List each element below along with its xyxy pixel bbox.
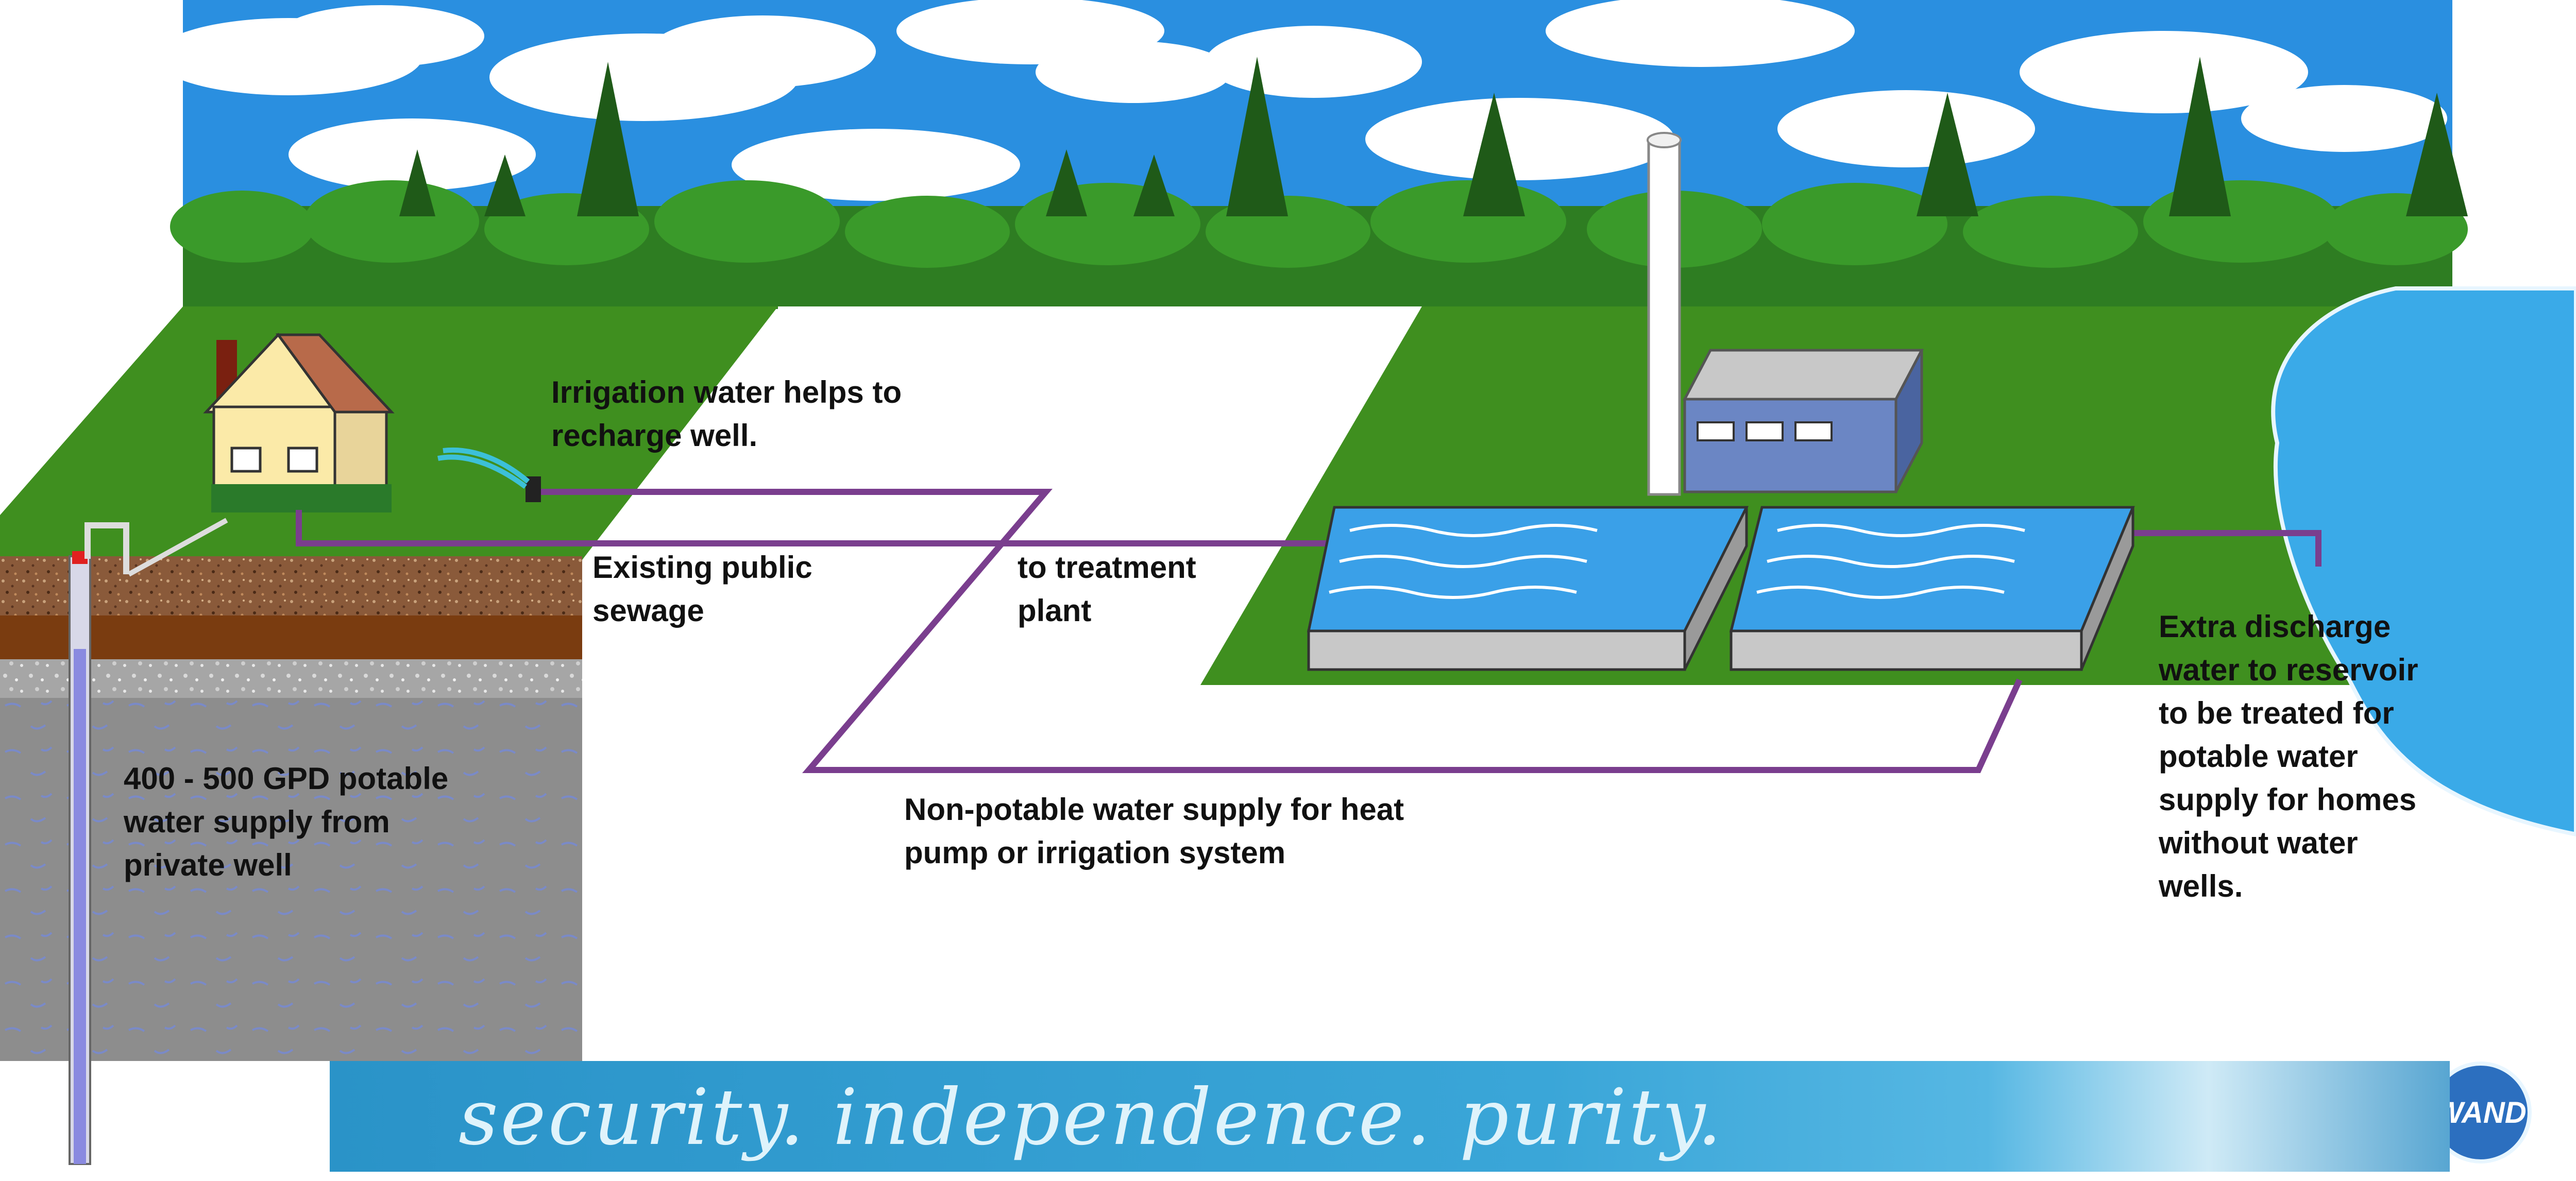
- irrigation-pipe: [541, 489, 2023, 773]
- soil-cross-section: [0, 556, 582, 1061]
- treatment-label: to treatment plant: [1018, 550, 1196, 628]
- private-well: [69, 518, 228, 1165]
- sprinkler: [437, 447, 541, 502]
- pine-trees: [399, 57, 2468, 216]
- treatment-plant-building: [1647, 132, 1924, 496]
- house: [203, 333, 395, 512]
- sewage-label: Existing public sewage: [592, 550, 812, 628]
- clouds: [155, 0, 2447, 201]
- slogan-banner: [330, 1061, 2450, 1172]
- wand-logo: WAND: [2430, 1062, 2532, 1163]
- sewage-pipe: [296, 510, 1365, 546]
- logo-text: WAND: [2435, 1096, 2526, 1129]
- treatment-pools: [1307, 506, 2135, 671]
- forest: [170, 57, 2468, 309]
- reservoir-lake: [2271, 286, 2576, 837]
- discharge-label: Extra discharge water to reservoir to be…: [2159, 609, 2418, 903]
- well-supply-label: 400 - 500 GPD potable water supply from …: [124, 761, 449, 882]
- slogan-text: security. independence. purity.: [459, 1073, 1724, 1162]
- pipes: [296, 489, 2321, 773]
- irrigation-label: Irrigation water helps to recharge well.: [551, 375, 902, 453]
- nonpotable-label: Non-potable water supply for heat pump o…: [904, 792, 1404, 870]
- discharge-pipe: [2133, 530, 2321, 567]
